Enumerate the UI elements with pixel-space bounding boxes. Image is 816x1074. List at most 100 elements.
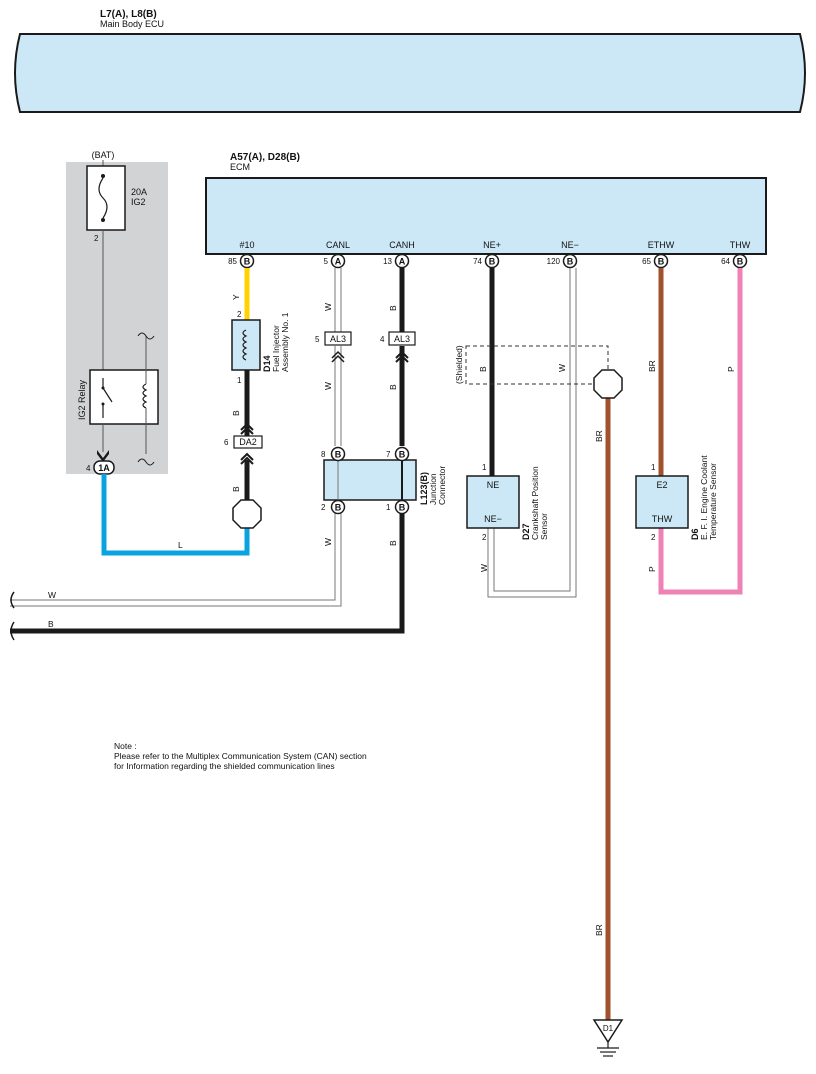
ecm-terminal-conn: B	[567, 257, 574, 267]
al3-canh-arrow-icon	[395, 350, 409, 363]
shielded-label: (Shielded)	[454, 345, 464, 384]
relay-coil-icon	[142, 383, 148, 409]
al3-canl-label: AL3	[330, 334, 346, 344]
ecm-terminal-conn: A	[399, 257, 406, 267]
ground-symbol-icon	[597, 1042, 619, 1057]
ecm-name: ECM	[230, 162, 250, 172]
ecm-terminal-conn: B	[244, 257, 251, 267]
ecm-terminal-pin-number: 120	[547, 257, 561, 266]
crank-pin-top: 1	[482, 463, 487, 472]
fuse-name: IG2	[131, 197, 146, 207]
tilde-bottom-icon	[137, 458, 155, 466]
coolant-pin-bottom: 2	[651, 533, 656, 542]
wc-thw: P	[726, 366, 736, 372]
ecm-terminal-pin	[653, 253, 669, 269]
wire-ne-minus-white	[487, 268, 577, 598]
coolant-name-2: Temperature Sensor	[708, 463, 718, 540]
splice-octagon-shield	[593, 369, 623, 399]
wire-break-icon	[10, 591, 15, 641]
note-line-2: Please refer to the Multiplex Communicat…	[114, 751, 367, 761]
ecm-terminal-name: #10	[239, 240, 254, 250]
ecm-terminal-conn: B	[489, 257, 496, 267]
note-line-1: Note :	[114, 741, 137, 751]
coolant-ref: D6	[690, 528, 700, 540]
bat-label: (BAT)	[92, 150, 115, 160]
wc-canl-2: W	[323, 382, 333, 390]
shield-box	[465, 345, 609, 385]
ecm-terminal-pin	[484, 253, 500, 269]
injector-pin-bottom: 1	[237, 376, 242, 385]
wc-bus-w: W	[48, 590, 56, 600]
wire-canh-black-3	[10, 513, 405, 634]
wc-black-da2: B	[231, 486, 241, 492]
wc-shield-ground: BR	[594, 430, 604, 442]
ecm-terminal-pin-number: 64	[721, 257, 730, 266]
da2-pin: 6	[224, 438, 229, 447]
ecm-terminal-pin	[239, 253, 255, 269]
ecm-terminal-pin-number: 85	[228, 257, 237, 266]
main-body-ecu-name: Main Body ECU	[100, 19, 164, 29]
injector-name-2: Assembly No. 1	[280, 312, 290, 372]
wc-ne-minus-low: W	[479, 564, 489, 572]
relay-name: IG2 Relay	[77, 379, 87, 420]
ecm-terminal-name: NE+	[483, 240, 501, 250]
da2-arrow-bottom-icon	[240, 452, 254, 465]
svg-text:B: B	[335, 503, 342, 513]
junction-name-2: Connector	[437, 466, 447, 505]
ecm-terminal-pin	[562, 253, 578, 269]
fuse-pin: 2	[94, 234, 99, 243]
ecm-terminal-name: CANH	[389, 240, 415, 250]
coolant-name-1: E. F. I. Engine Coolant	[699, 455, 709, 540]
injector-ref: D14	[262, 355, 272, 372]
tilde-top-icon	[137, 332, 155, 340]
junction-pin-tl-num: 8	[321, 450, 326, 459]
junction-pin-tr-num: 7	[386, 450, 391, 459]
fuse-rating: 20A	[131, 187, 147, 197]
wc-thw-low: P	[647, 566, 657, 572]
ecm-terminal-pin	[732, 253, 748, 269]
al3-canl-arrow-icon	[331, 350, 345, 363]
wc-canl-3: W	[323, 538, 333, 546]
wc-canh-3: B	[388, 540, 398, 546]
junction-pin-tr: B	[394, 446, 410, 462]
wc-black-injector: B	[231, 410, 241, 416]
crank-name-2: Sensor	[539, 513, 549, 540]
wc-canh-1: B	[388, 305, 398, 311]
wc-bus-b: B	[48, 619, 54, 629]
ecm-terminal-pin-number: 65	[642, 257, 651, 266]
svg-text:B: B	[335, 450, 342, 460]
injector-box	[231, 319, 261, 371]
coolant-pin-top: 1	[651, 463, 656, 472]
svg-text:B: B	[399, 503, 406, 513]
note-line-3: for Information regarding the shielded c…	[114, 761, 335, 771]
main-body-ecu-ref: L7(A), L8(B)	[100, 9, 157, 20]
wc-ne-minus: W	[557, 364, 567, 372]
fuse-icon	[98, 177, 108, 219]
wc-blue: L	[178, 540, 183, 550]
main-body-ecu-box	[14, 33, 806, 113]
wc-ne-plus: B	[478, 366, 488, 372]
junction-pin-br: B	[394, 499, 410, 515]
crank-term-bottom: NE−	[484, 514, 502, 524]
wc-ethw: BR	[647, 360, 657, 372]
svg-text:B: B	[399, 450, 406, 460]
fuse-box	[86, 165, 126, 231]
ecm-terminal-name: NE−	[561, 240, 579, 250]
wc-canl-1: W	[323, 303, 333, 311]
ecm-terminal-name: CANL	[326, 240, 350, 250]
junction-pin-bl: B	[330, 499, 346, 515]
ecm-terminal: NE+ B 74	[473, 240, 501, 269]
junction-pin-bl-num: 2	[321, 503, 326, 512]
ecm-terminal: #10B 85	[228, 240, 255, 269]
ecm-terminal-pin-number: 74	[473, 257, 482, 266]
coolant-term-bottom: THW	[652, 514, 673, 524]
al3-canh-label: AL3	[394, 334, 410, 344]
ground-triangle-icon	[592, 1019, 624, 1044]
ecm-box	[205, 177, 767, 255]
ecm-terminal-conn: A	[335, 257, 342, 267]
crank-name-1: Crankshaft Position	[530, 466, 540, 540]
